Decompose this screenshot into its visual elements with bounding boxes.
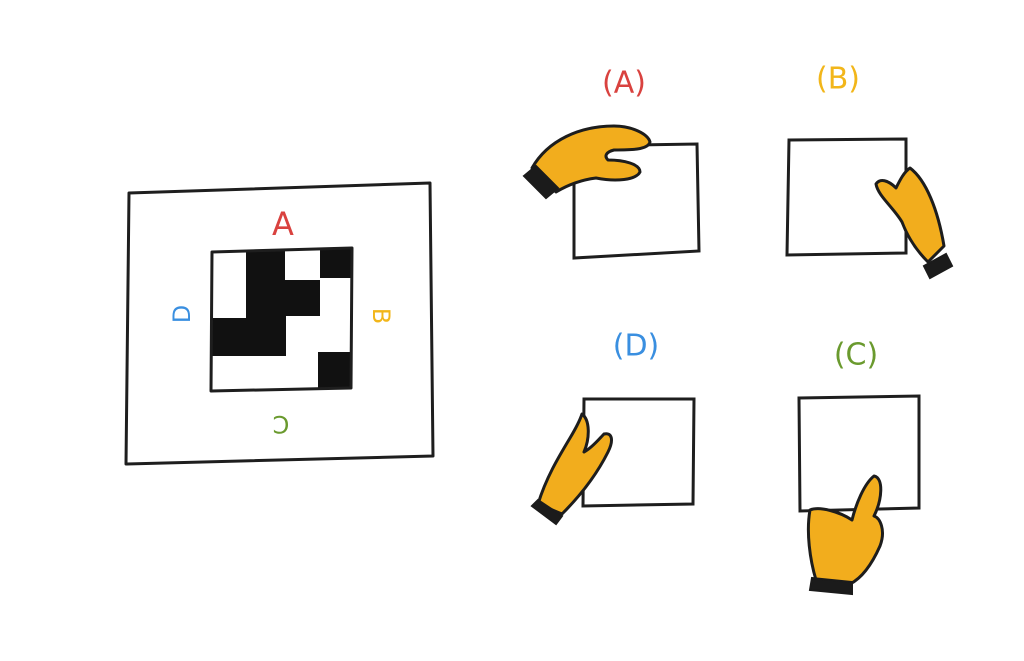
pattern-square [209,246,354,393]
option-a[interactable]: (A) [522,66,701,260]
side-label-left: D [168,305,196,323]
side-label-right: B [367,308,395,324]
option-c-label: (C) [834,338,878,373]
hand-holding-from-bottom-left-icon [530,412,613,526]
pattern-tile [318,352,351,388]
hand-holding-from-right-icon [874,166,954,280]
side-label-top: A [272,205,294,243]
option-b-label: (B) [816,62,860,97]
pattern-tile [320,248,352,278]
hand-holding-from-left-icon [522,124,652,200]
option-b[interactable]: (B) [785,62,954,280]
pattern-tile [212,318,286,356]
option-c[interactable]: (C) [797,338,921,596]
hand-holding-from-bottom-icon [806,474,884,596]
option-d-label: (D) [613,329,660,364]
option-d[interactable]: (D) [530,329,696,526]
option-a-label: (A) [602,66,646,101]
side-label-bottom: C [273,410,290,438]
